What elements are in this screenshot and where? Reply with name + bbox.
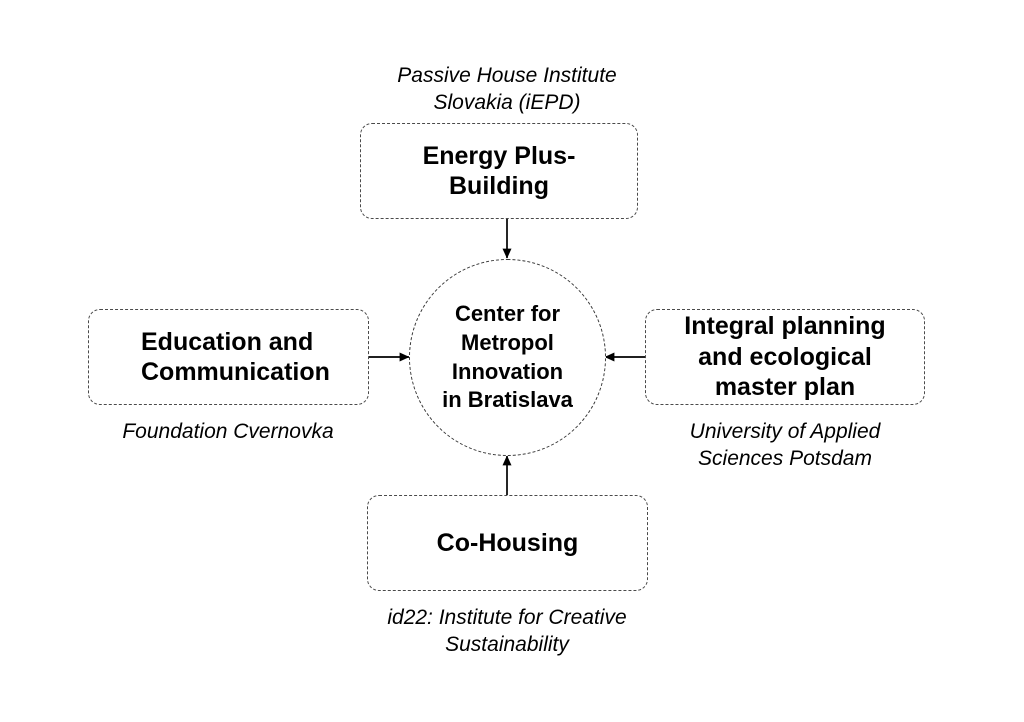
node-label-education-and-communication: Education and Communication	[141, 327, 330, 387]
node-label-co-housing: Co-Housing	[436, 528, 579, 557]
caption-co-housing: id22: Institute for Creative Sustainabil…	[387, 606, 627, 657]
node-label-integral-planning-and-ecological-master-plan: Integral planning and ecological master …	[684, 312, 886, 402]
caption-integral-planning-and-ecological-master-plan: University of Applied Sciences Potsdam	[689, 420, 881, 471]
node-education-and-communication[interactable]: Education and Communication	[88, 309, 369, 405]
node-label-energy-plus-building: Energy Plus- Building	[422, 141, 576, 201]
node-co-housing[interactable]: Co-Housing	[367, 495, 648, 591]
node-energy-plus-building[interactable]: Energy Plus- Building	[360, 123, 638, 219]
caption-energy-plus-building: Passive House Institute Slovakia (iEPD)	[397, 64, 617, 115]
node-integral-planning-and-ecological-master-plan[interactable]: Integral planning and ecological master …	[645, 309, 925, 405]
hub-label: Center for Metropol Innovation in Bratis…	[442, 301, 573, 413]
caption-education-and-communication: Foundation Cvernovka	[122, 420, 334, 443]
hub-center-for-metropol-innovation[interactable]: Center for Metropol Innovation in Bratis…	[409, 259, 606, 456]
